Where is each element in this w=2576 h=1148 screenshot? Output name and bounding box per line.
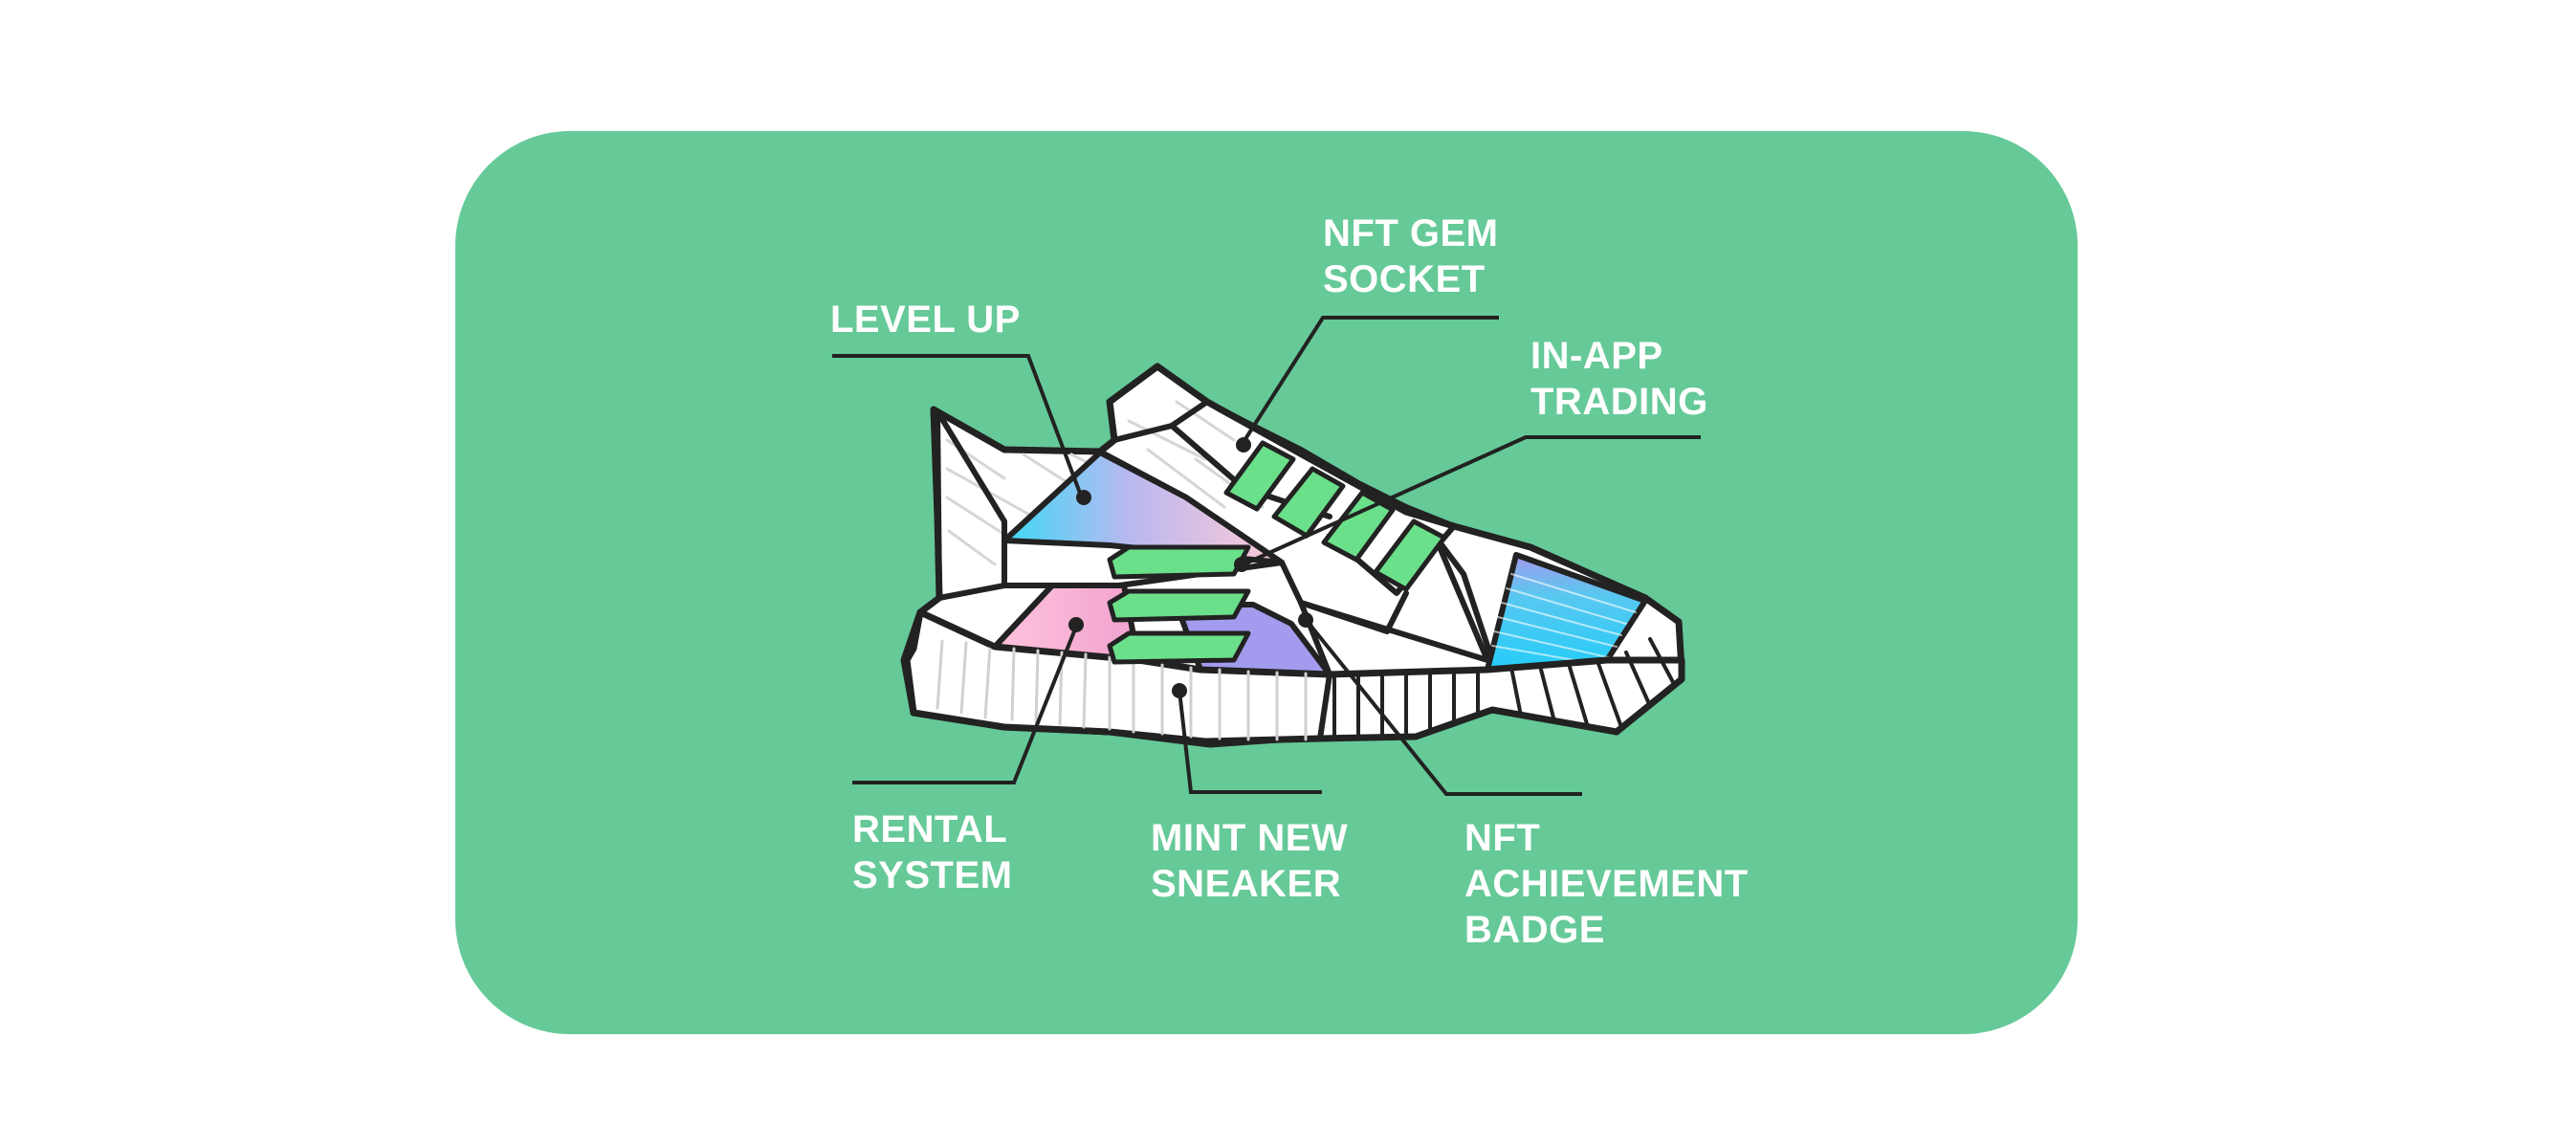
trading-dot — [1234, 557, 1249, 572]
label-nft-achievement-badge: NFT ACHIEVEMENT BADGE — [1464, 817, 1749, 951]
label-in-app-trading: IN-APP TRADING — [1530, 335, 1708, 423]
label-level-up: LEVEL UP — [830, 298, 1021, 341]
gem-socket-leader — [1242, 316, 1499, 444]
label-mint-new-sneaker: MINT NEW SNEAKER — [1151, 817, 1349, 905]
level-up-leader — [832, 354, 1083, 497]
mint-leader — [1178, 690, 1322, 794]
gem-socket-dot — [1236, 437, 1251, 453]
label-rental-system: RENTAL SYSTEM — [852, 808, 1013, 896]
leader-dots — [1068, 437, 1313, 698]
badge-leader — [1306, 620, 1582, 796]
shoe-laces — [1107, 440, 1447, 665]
label-nft-gem-socket: NFT GEM SOCKET — [1323, 212, 1499, 300]
rental-dot — [1068, 617, 1084, 632]
mint-dot — [1172, 683, 1187, 698]
badge-dot — [1298, 612, 1313, 628]
sole-texture — [936, 639, 1308, 741]
trading-leader — [1243, 435, 1701, 566]
leader-lines — [832, 316, 1701, 796]
level-up-dot — [1076, 490, 1091, 505]
rental-leader — [852, 626, 1078, 784]
